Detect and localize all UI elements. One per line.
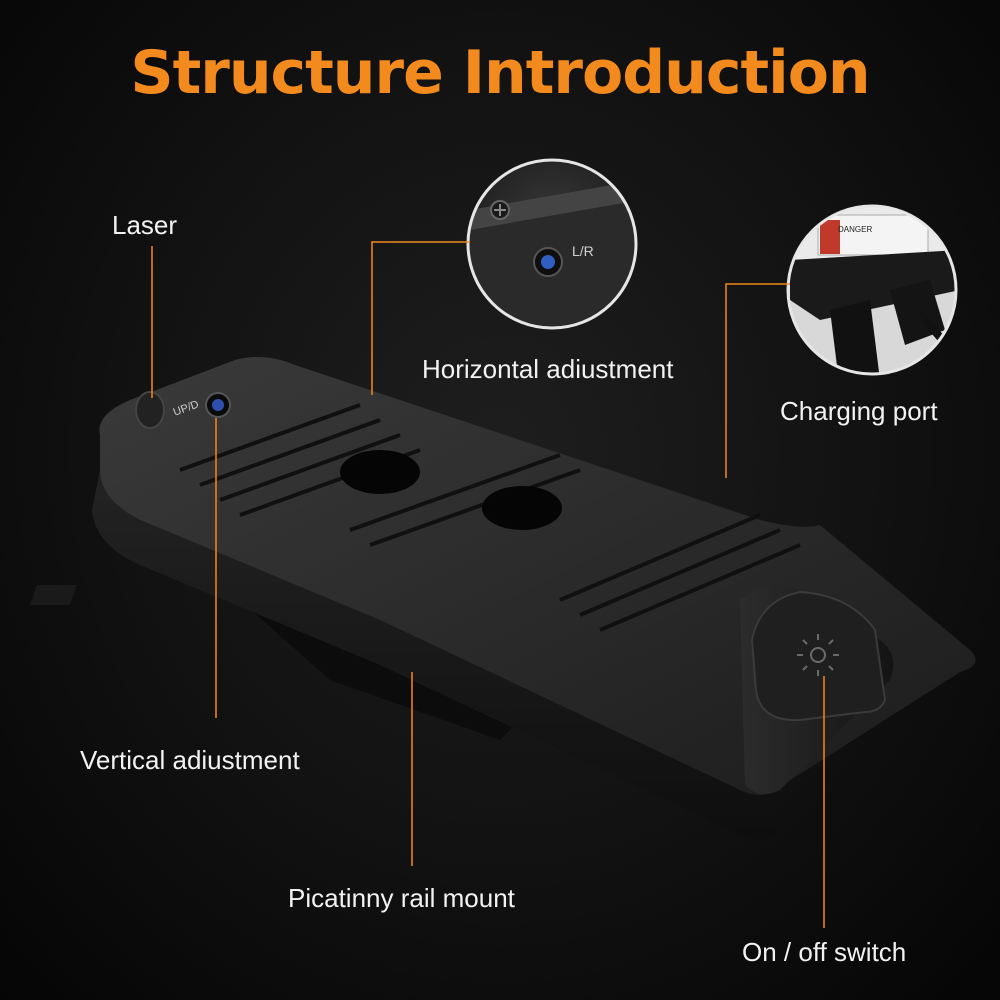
leader-charging	[725, 283, 790, 478]
label-horizontal-adjustment: Horizontal adiustment	[422, 354, 674, 384]
leader-lines	[151, 241, 825, 928]
label-charging-port: Charging port	[780, 396, 938, 426]
mount-hole-1	[340, 450, 420, 494]
danger-mark: DANGER	[838, 225, 872, 234]
leader-horizontal	[371, 241, 470, 395]
mount-hole-2	[482, 486, 562, 530]
label-vertical-adjustment: Vertical adiustment	[80, 745, 300, 775]
inset-charging-port: DANGER	[786, 204, 958, 376]
page-title: Structure Introduction	[130, 38, 870, 108]
inset-horizontal-adjustment: L/R	[466, 158, 638, 330]
label-laser: Laser	[112, 210, 178, 240]
laser-aperture	[135, 391, 165, 429]
power-switch-pad	[750, 590, 887, 722]
label-on-off-switch: On / off switch	[742, 937, 907, 967]
label-picatinny-rail: Picatinny rail mount	[288, 883, 515, 913]
l-r-mark: L/R	[572, 243, 594, 259]
laser-body: UP/D	[29, 356, 976, 840]
sun-icon	[797, 634, 839, 676]
